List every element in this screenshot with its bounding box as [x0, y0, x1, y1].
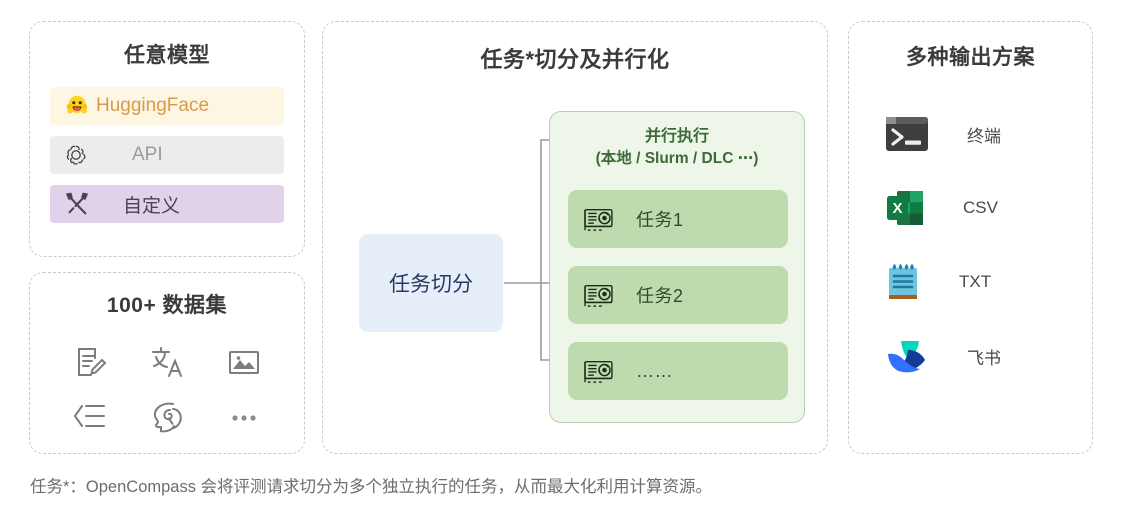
terminal-icon [885, 116, 929, 152]
feishu-icon [885, 337, 929, 375]
task-split-label: 任务切分 [389, 273, 473, 296]
output-item-feishu[interactable]: 飞书 [885, 319, 1092, 393]
dataset-icon-grid [52, 335, 282, 443]
task-card-label: …… [636, 360, 673, 381]
gpu-card-icon [582, 206, 614, 232]
parallel-exec-subtitle: (本地 / Slurm / DLC ⋯) [595, 150, 759, 168]
output-item-csv[interactable]: X CSV [885, 171, 1092, 245]
model-item-custom[interactable]: 自定义 [50, 185, 284, 223]
output-item-terminal[interactable]: 终端 [885, 97, 1092, 171]
task-card-label: 任务1 [636, 210, 684, 230]
image-icon[interactable] [226, 344, 262, 380]
task-card[interactable]: …… [568, 342, 788, 400]
excel-icon: X [885, 188, 925, 228]
panel-any-model: 任意模型 HuggingFace [29, 21, 305, 257]
output-item-txt[interactable]: TXT [885, 245, 1092, 319]
list-indent-icon[interactable] [72, 398, 108, 434]
model-label-api: API [132, 144, 163, 165]
translate-icon[interactable] [149, 344, 185, 380]
output-label-terminal: 终端 [967, 126, 1001, 146]
panel-title-pipeline: 任务*切分及并行化 [480, 47, 670, 72]
task-split-box[interactable]: 任务切分 [359, 234, 503, 332]
panel-datasets: 100+ 数据集 [29, 272, 305, 454]
parallel-exec-box: 并行执行 (本地 / Slurm / DLC ⋯) [549, 111, 805, 423]
gpu-card-icon [582, 358, 614, 384]
panel-title-models: 任意模型 [124, 44, 210, 67]
panel-task-pipeline: 任务*切分及并行化 任务切分 并行执行 (本地 / Slurm / DLC ⋯) [322, 21, 828, 454]
model-item-huggingface[interactable]: HuggingFace [50, 87, 284, 125]
output-label-csv: CSV [963, 198, 998, 217]
tools-icon [64, 191, 90, 217]
footnote-text: 任务*：OpenCompass 会将评测请求切分为多个独立执行的任务，从而最大化… [30, 478, 713, 496]
model-label-custom: 自定义 [123, 195, 181, 217]
model-label-huggingface: HuggingFace [96, 95, 210, 116]
task-card-label: 任务2 [636, 286, 684, 306]
gpu-card-icon [582, 282, 614, 308]
task-card[interactable]: 任务1 [568, 190, 788, 248]
huggingface-icon [64, 93, 90, 119]
svg-text:X: X [892, 200, 902, 217]
parallel-exec-title: 并行执行 [644, 128, 709, 145]
ellipsis-icon[interactable] [226, 398, 262, 434]
output-list: 终端 X CSV [849, 97, 1092, 393]
panel-title-datasets: 100+ 数据集 [106, 294, 228, 317]
openai-icon [64, 143, 88, 167]
task-card[interactable]: 任务2 [568, 266, 788, 324]
parallel-exec-header: 并行执行 (本地 / Slurm / DLC ⋯) [550, 125, 804, 171]
panel-title-outputs: 多种输出方案 [906, 46, 1035, 69]
model-item-api[interactable]: API [50, 136, 284, 174]
notepad-icon [885, 262, 921, 302]
output-label-txt: TXT [959, 272, 992, 291]
brain-head-icon[interactable] [149, 398, 185, 434]
panel-outputs: 多种输出方案 终端 [848, 21, 1093, 454]
output-label-feishu: 飞书 [967, 348, 1001, 368]
document-edit-icon[interactable] [72, 344, 108, 380]
